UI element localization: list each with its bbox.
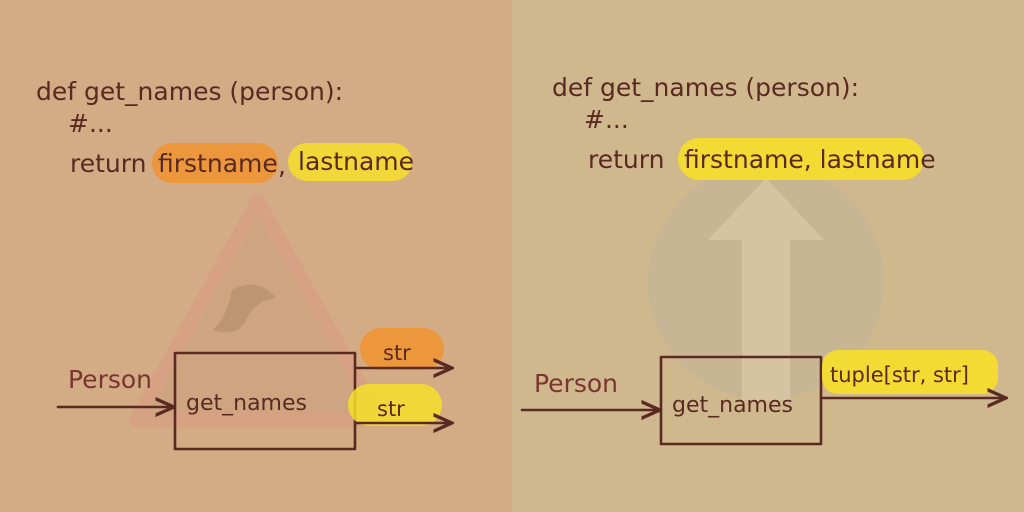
return-values-yellow-highlight — [678, 138, 924, 180]
left-output-type-1: str — [383, 341, 411, 365]
left-code-lastname: lastname — [298, 147, 414, 176]
warning-triangle-icon — [129, 193, 387, 427]
right-function-box — [659, 355, 823, 446]
left-output-type-2: str — [377, 397, 405, 421]
right-flow-diagram: Person get_names tuple[str, str] — [520, 350, 1006, 446]
left-code-line-comment: #... — [68, 109, 113, 138]
left-panel-background — [0, 0, 512, 512]
left-panel: def get_names (person): #... return firs… — [0, 0, 512, 512]
left-code-block: def get_names (person): #... return firs… — [36, 77, 414, 183]
right-output-type: tuple[str, str] — [830, 363, 969, 387]
left-code-comma: , — [278, 151, 286, 180]
firstname-orange-highlight — [152, 143, 278, 183]
right-code-line-def: def get_names (person): — [552, 73, 859, 102]
right-code-block: def get_names (person): #... return firs… — [552, 73, 936, 180]
right-code-line-comment: #... — [584, 105, 629, 134]
output-type-yellow-highlight — [348, 384, 442, 426]
up-arrow-circle-icon — [648, 164, 884, 400]
left-function-box-label: get_names — [186, 391, 307, 416]
right-code-return-keyword: return — [588, 145, 664, 174]
left-code-firstname: firstname — [158, 149, 278, 178]
left-code-return-keyword: return — [70, 149, 146, 178]
output-type-orange-highlight — [360, 328, 444, 370]
right-input-label: Person — [534, 369, 618, 398]
lastname-yellow-highlight — [288, 143, 412, 181]
left-code-line-def: def get_names (person): — [36, 77, 343, 106]
right-panel: def get_names (person): #... return firs… — [512, 0, 1024, 512]
right-code-return-values: firstname, lastname — [684, 145, 936, 174]
right-function-box-label: get_names — [672, 393, 793, 418]
left-flow-diagram: Person get_names str str — [56, 328, 452, 451]
tuple-type-yellow-highlight — [822, 350, 998, 394]
left-input-label: Person — [68, 365, 152, 394]
right-panel-background — [512, 0, 1024, 512]
